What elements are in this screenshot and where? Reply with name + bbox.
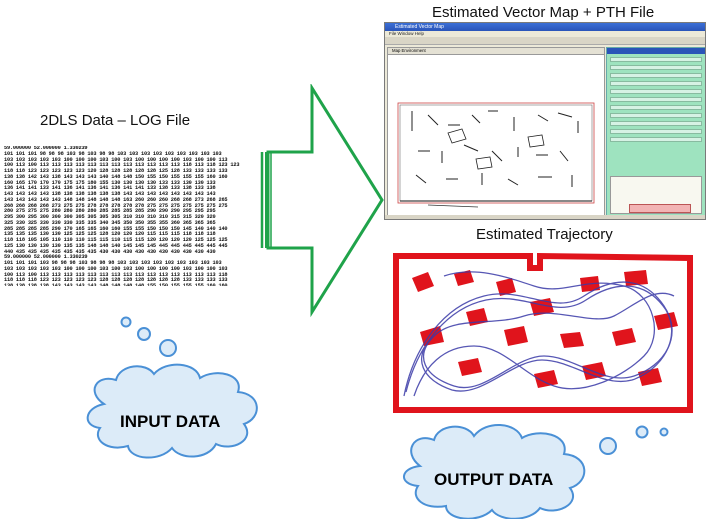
panel-row[interactable] [610,113,702,118]
log-line: 136 141 141 133 141 136 141 136 141 136 … [4,185,216,192]
trajectory-map [393,252,693,413]
log-line: 103 103 103 103 103 100 100 100 103 100 … [4,265,228,272]
arrow-outline [266,84,384,318]
trajectory-title: Estimated Trajectory [476,226,613,243]
log-line: 285 285 285 285 290 170 165 165 160 160 … [4,225,228,232]
map-tab[interactable]: Map Environment [388,48,604,55]
map-outer-wall [393,252,693,413]
log-line: 143 143 143 143 138 138 138 138 138 138 … [4,191,216,197]
window-toolbar [385,37,705,45]
map-view: Map Environment [387,47,605,219]
panel-row[interactable] [610,73,702,78]
log-line: 118 118 123 123 123 123 123 120 128 128 … [4,168,228,174]
log-line: 59.000000 52.000000 1.330239 [4,254,88,261]
status-bar [385,215,705,219]
panel-row[interactable] [610,65,702,70]
panel-row[interactable] [610,105,702,110]
log-file-title: 2DLS Data – LOG File [40,112,191,129]
log-line: 295 300 295 300 300 300 305 305 305 305 … [4,214,216,220]
log-line: 100 113 100 113 113 113 113 113 113 113 … [4,162,240,169]
output-data-label: OUTPUT DATA [434,470,554,489]
log-line: 118 118 118 123 123 123 123 123 128 128 … [4,277,228,284]
log-line: 143 143 143 143 143 148 148 148 148 148 … [4,196,228,203]
window-menubar[interactable]: File Window Help [389,31,425,36]
output-cloud [403,423,586,519]
vector-map-window: Estimated Vector Map File Window Help Ma… [384,22,706,220]
panel-row[interactable] [610,137,702,142]
panel-row[interactable] [610,57,702,62]
log-line: 100 113 100 113 113 113 113 113 113 113 … [4,271,228,278]
log-line: 101 101 101 98 98 98 103 98 103 98 98 10… [4,150,222,157]
estimated-trajectory-path [403,271,675,397]
log-line: 268 268 268 268 273 275 275 278 278 278 … [4,202,228,209]
log-line: 118 118 105 105 110 110 110 115 115 110 … [4,237,228,243]
log-line: 101 101 101 103 98 98 98 103 98 98 98 10… [4,260,222,266]
input-data-label: INPUT DATA [120,412,221,431]
log-line: 135 135 135 130 130 125 125 125 128 120 … [4,231,216,238]
panel-row[interactable] [610,121,702,126]
trajectory-panel [606,47,705,219]
input-cloud-bubble [120,316,132,328]
process-arrow [260,84,384,318]
output-cloud-bubble [599,437,617,455]
log-line: 138 138 138 138 143 143 143 143 148 148 … [4,283,228,286]
panel-row[interactable] [610,129,702,134]
log-line: 138 138 142 143 138 143 143 143 140 148 … [4,173,228,180]
output-cloud-bubble [659,427,669,437]
log-line: 59.000000 52.000000 1.330239 [4,146,88,151]
log-line: 160 165 170 170 170 175 175 180 155 130 … [4,179,216,186]
log-line: 280 275 275 275 280 280 280 280 285 285 … [4,208,216,215]
panel-row[interactable] [610,89,702,94]
log-line: 103 103 103 103 103 100 100 100 103 100 … [4,156,228,163]
panel-row[interactable] [610,81,702,86]
input-cloud-bubble [137,327,151,341]
log-line: 325 330 325 330 330 330 335 335 340 345 … [4,219,216,226]
input-cloud-bubble [159,339,177,357]
input-cloud [86,363,258,459]
window-titlebar: Estimated Vector Map [385,23,705,31]
vector-map-drawing [397,102,595,208]
output-cloud-bubble [635,425,649,439]
log-line: 125 130 130 130 130 135 135 148 148 140 … [4,242,228,249]
run-button[interactable] [629,204,691,213]
panel-header [607,48,705,54]
vector-map-title: Estimated Vector Map + PTH File [432,4,655,21]
panel-row[interactable] [610,97,702,102]
log-line: 440 435 435 435 435 435 435 435 430 430 … [4,248,216,255]
